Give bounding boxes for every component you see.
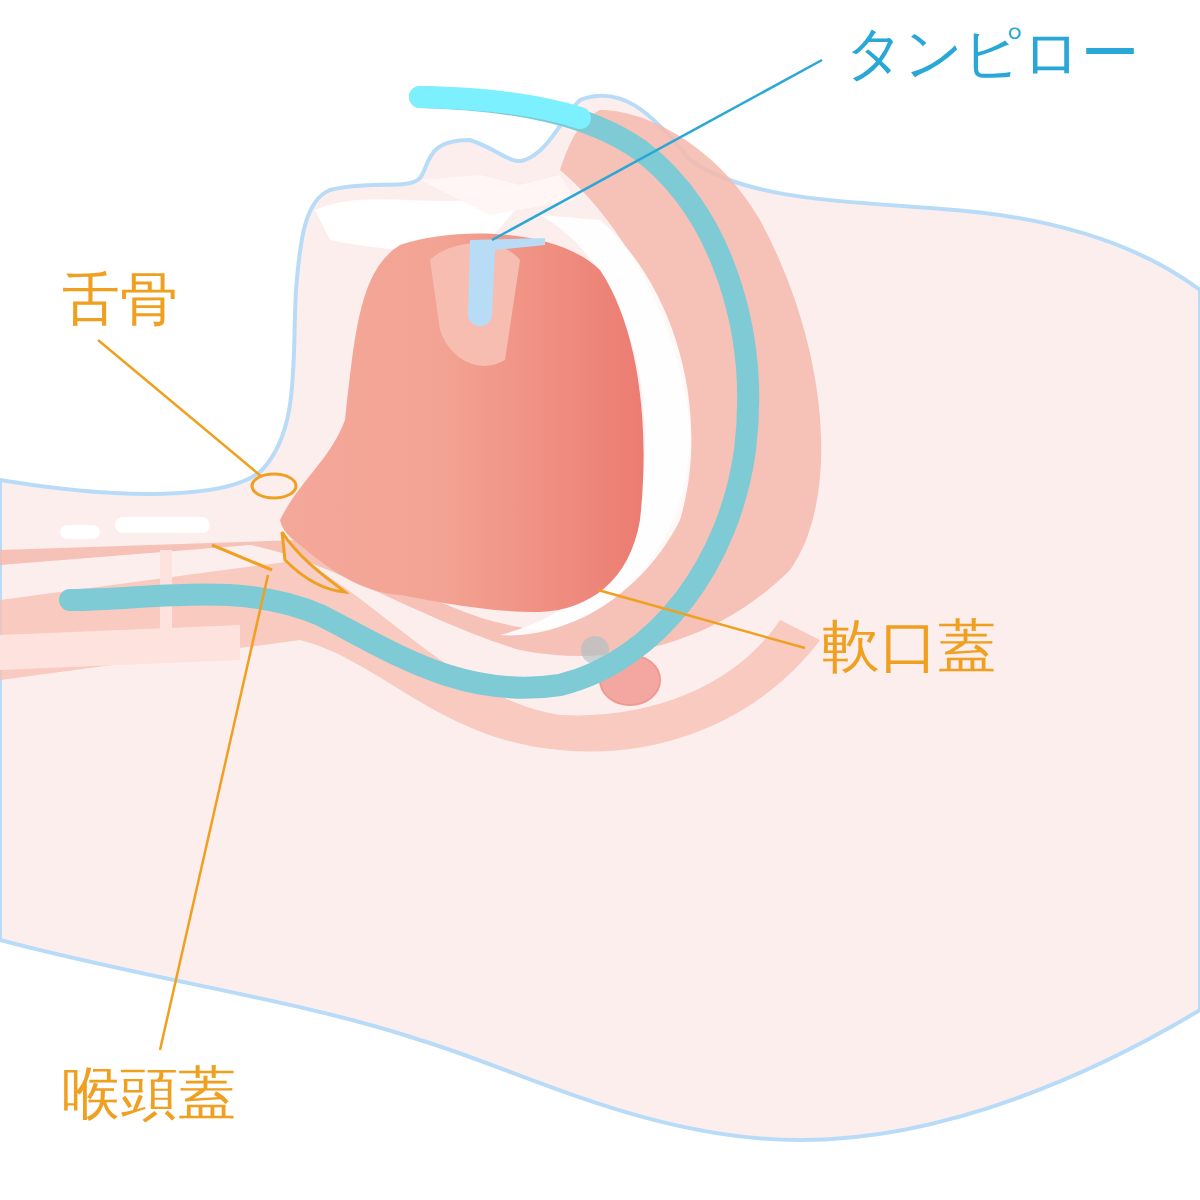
tampillow-device bbox=[468, 238, 545, 326]
part-label: 軟口蓋 bbox=[822, 615, 996, 679]
part-label: タンピロー bbox=[845, 22, 1139, 86]
tongue bbox=[280, 234, 644, 612]
cartilage bbox=[115, 517, 210, 533]
teeth-gap bbox=[420, 175, 575, 215]
hyoid-marker bbox=[252, 474, 296, 498]
part-label: 喉頭蓋 bbox=[62, 1062, 236, 1126]
airway-tube bbox=[70, 97, 748, 688]
cartilage bbox=[60, 525, 100, 539]
leader-line bbox=[598, 590, 805, 648]
leader-line bbox=[160, 575, 268, 1050]
leader-line bbox=[98, 340, 262, 477]
airway-tube-start bbox=[420, 97, 580, 118]
epiglottis bbox=[282, 532, 345, 592]
part-label: 舌骨 bbox=[62, 268, 178, 332]
leader-line bbox=[492, 60, 822, 240]
head-outline bbox=[0, 96, 1200, 1140]
esophagus bbox=[0, 625, 240, 670]
vocal-line bbox=[212, 545, 272, 570]
